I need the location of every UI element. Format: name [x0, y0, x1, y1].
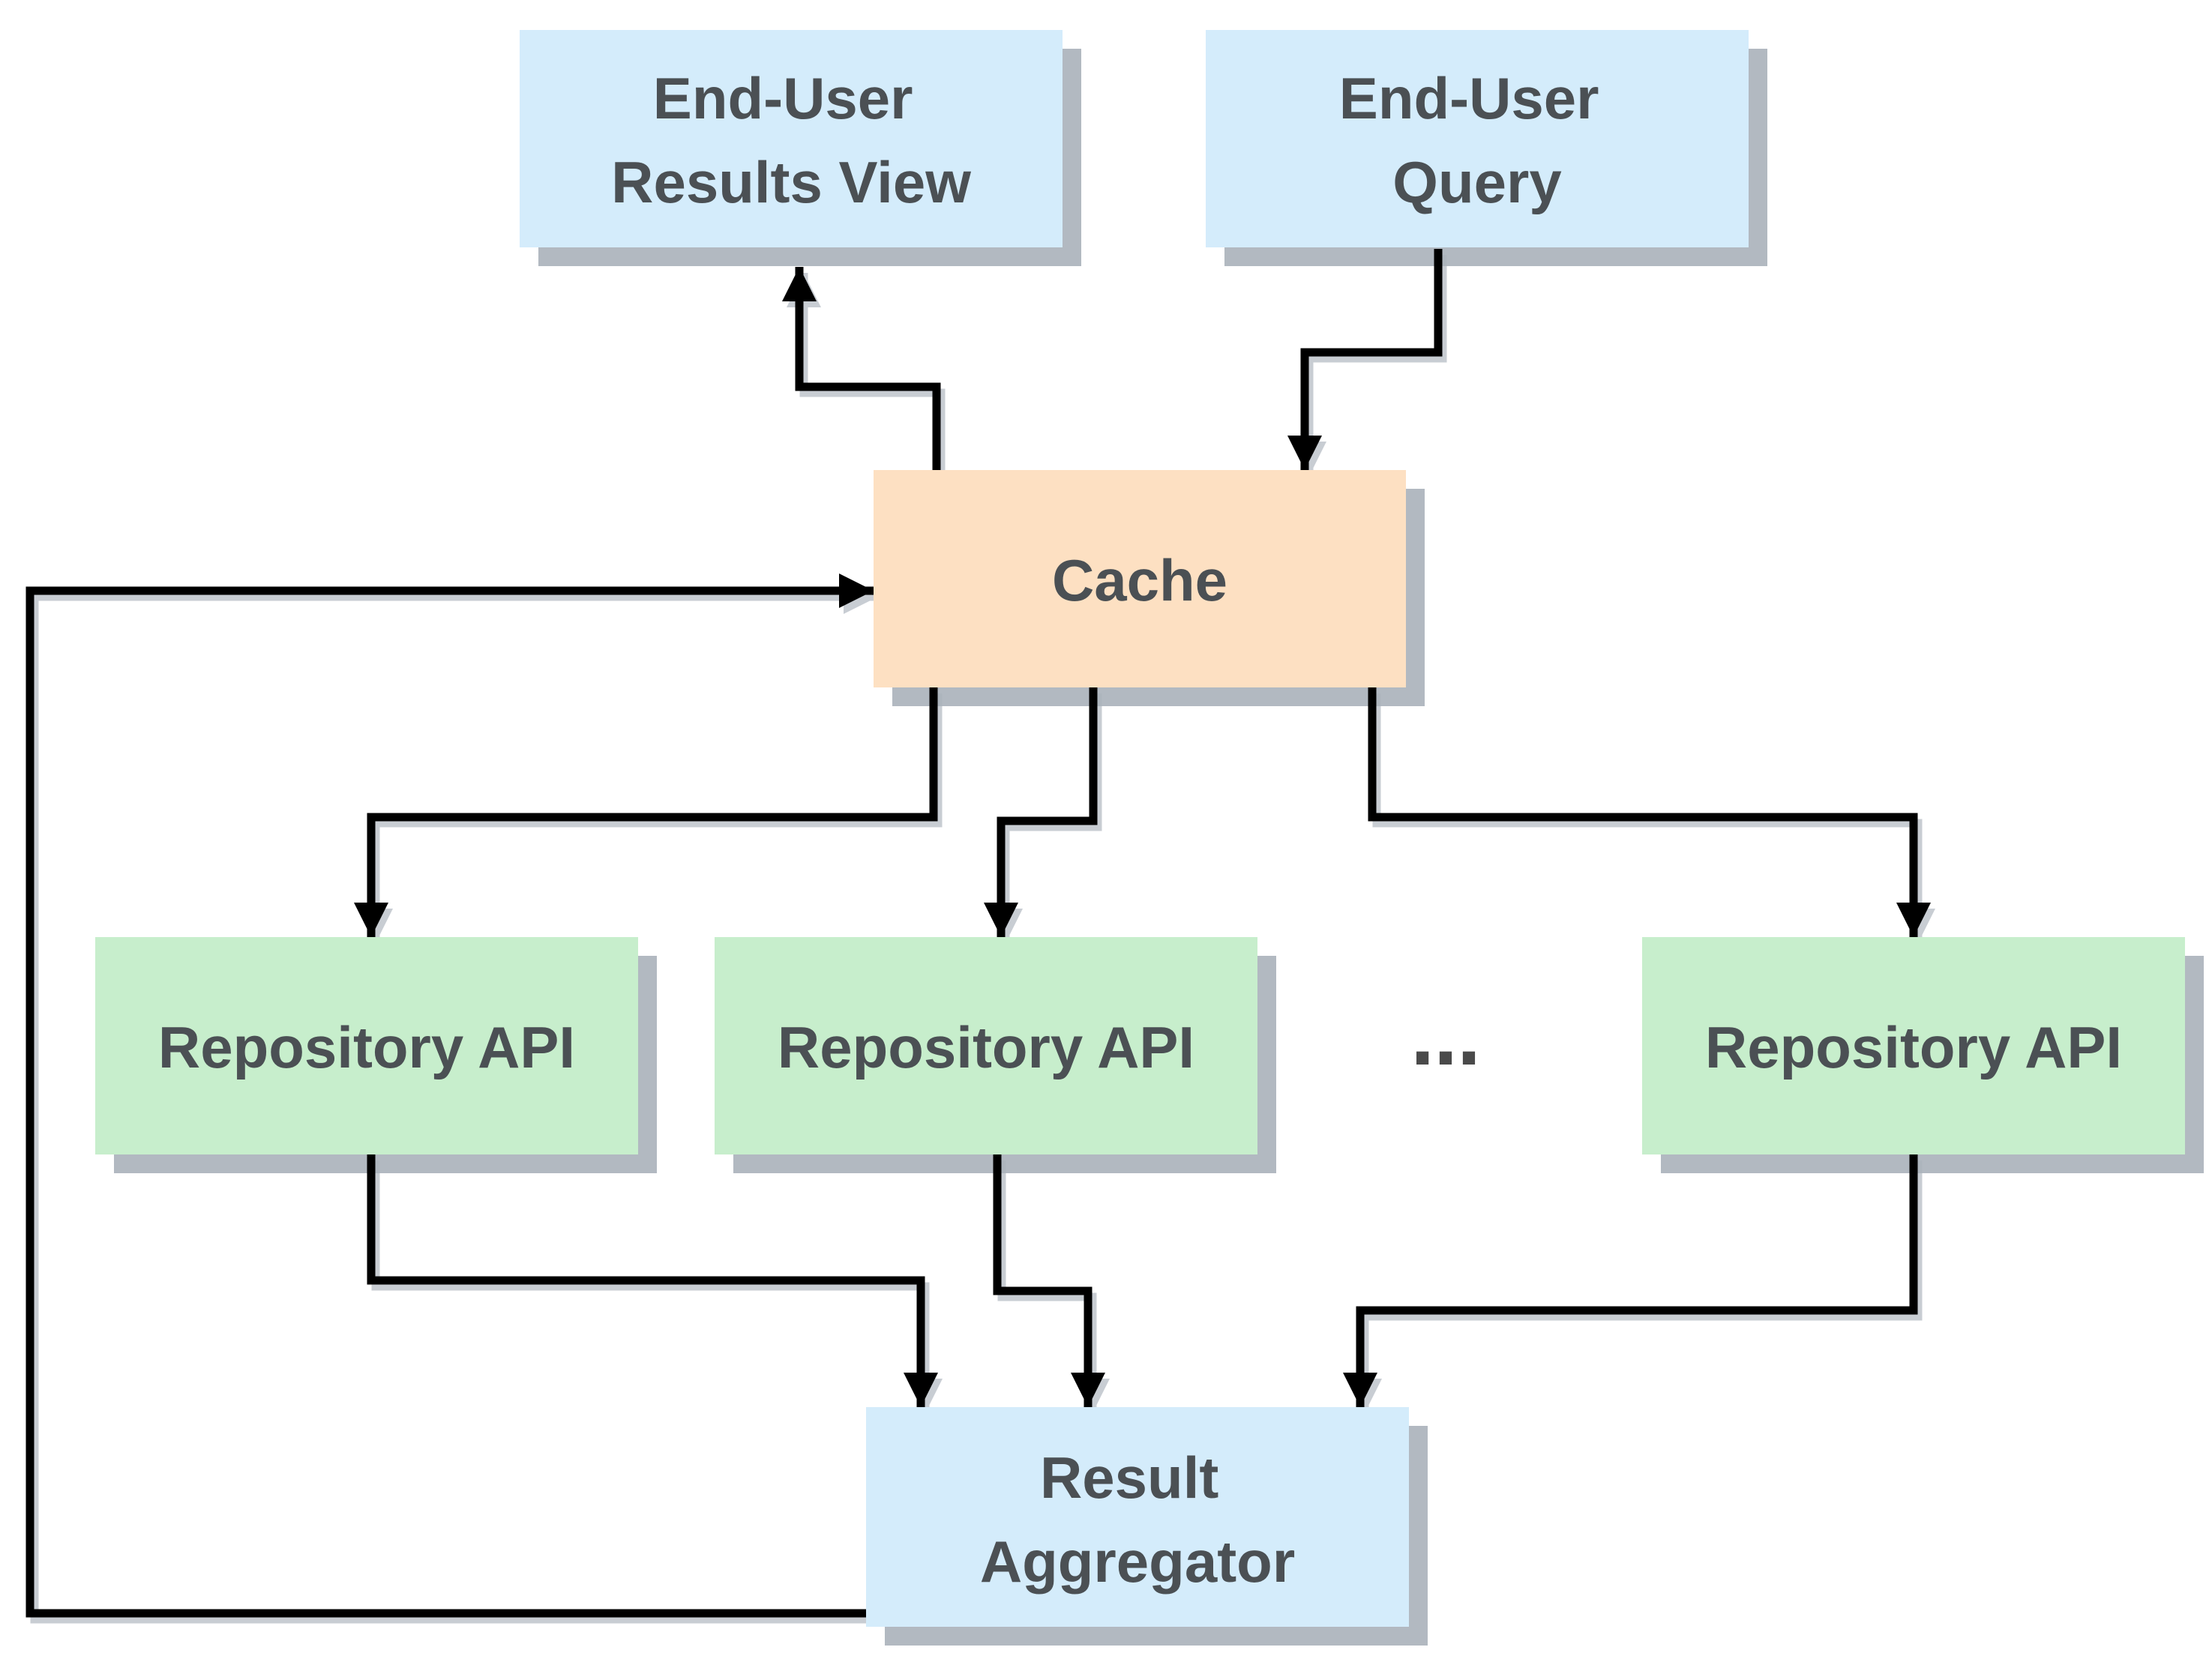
- node-shadows: [114, 49, 2204, 1646]
- node-end-user-query: [1206, 30, 1749, 247]
- end-user-query-label: End-User Query: [1339, 65, 1615, 215]
- node-repository-api-1: [95, 937, 638, 1154]
- edge-cache-to-repo1: [353, 687, 938, 937]
- edge-aggregator-to-cache-loop: [25, 573, 885, 1618]
- edge-cache-to-repo3: [1368, 687, 1932, 937]
- node-end-user-results-view: [520, 30, 1063, 247]
- node-repository-api-3: [1642, 937, 2185, 1154]
- edge-repo2-to-aggregator: [993, 1154, 1106, 1407]
- repository-api-2-label: Repository API: [778, 1014, 1194, 1080]
- repository-api-1-label: Repository API: [158, 1014, 575, 1080]
- result-aggregator-label: Result Aggregator: [980, 1445, 1295, 1595]
- repository-api-3-label: Repository API: [1705, 1014, 2122, 1080]
- edge-cache-to-repo2: [983, 687, 1098, 937]
- edge-repo3-to-aggregator: [1342, 1154, 1918, 1407]
- node-cache: [874, 470, 1406, 687]
- cache-label: Cache: [1052, 547, 1227, 613]
- nodes: [95, 30, 2185, 1627]
- edge-cache-to-results-view: [781, 267, 941, 470]
- node-labels: End-User Results View End-User Query Cac…: [158, 65, 2122, 1595]
- node-repository-api-2: [715, 937, 1257, 1154]
- edges: [25, 249, 1932, 1618]
- more-repositories-ellipsis: ...: [1410, 1001, 1479, 1081]
- end-user-results-view-label: End-User Results View: [611, 65, 971, 215]
- node-result-aggregator: [866, 1407, 1409, 1627]
- edge-repo1-to-aggregator: [367, 1154, 939, 1407]
- edge-query-to-cache: [1287, 249, 1443, 470]
